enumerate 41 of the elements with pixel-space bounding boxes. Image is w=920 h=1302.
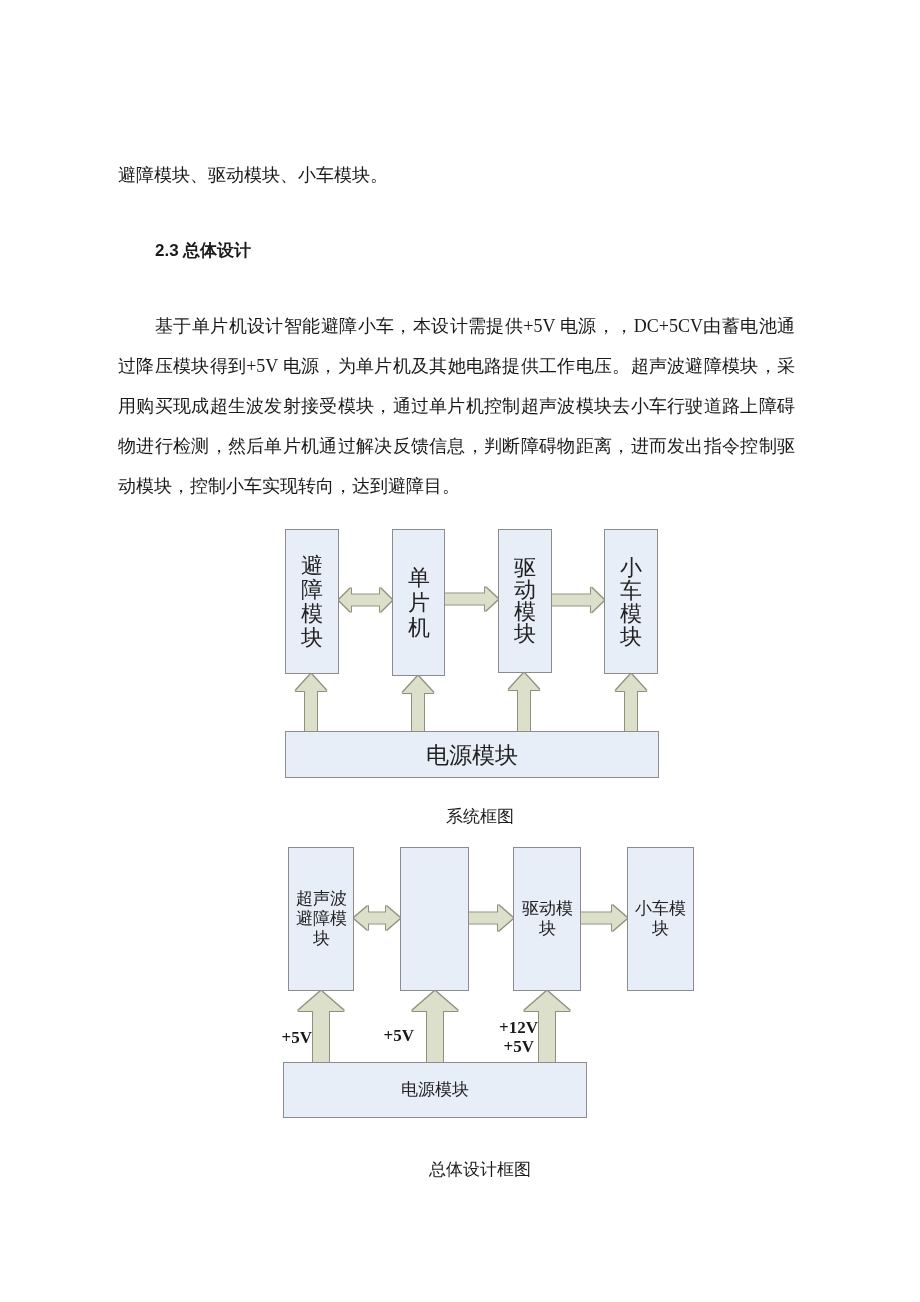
box-label: 驱动模块 <box>513 557 537 645</box>
figure-caption: 总体设计框图 <box>429 1159 531 1181</box>
box-label: 超声波避障模块 <box>294 889 348 949</box>
box-label: 驱动模块 <box>520 899 574 939</box>
module-box <box>285 529 339 674</box>
body-text: 避障模块、驱动模块、小车模块。 <box>118 164 388 187</box>
box-label: 避障模块 <box>300 553 324 650</box>
box-label: 小车模块 <box>619 555 643 648</box>
figure-caption: 系统框图 <box>446 806 514 828</box>
voltage-label: +5V <box>503 1038 534 1056</box>
module-box <box>498 529 552 673</box>
box-label: 单片机 <box>406 565 431 640</box>
block-arrow <box>298 991 344 1062</box>
body-paragraph: 基于单片机设计智能避障小车，本设计需提供+5V 电源，，DC+5CV由蓄电池通过降压模块得到+5V 电源，为单片机及其她电路提供工作电压。超声波避障模块，采用购买现成超生波发射接受模块，通过单片机控制超声波模块去小车行驶道路上障碍物进行检测，然后单片机通过解决反馈信息，判断障碍物距离，进而发出指令控制驱动模块，控制小车实现转向，达到避障目。 <box>118 315 795 498</box>
voltage-label: +5V <box>383 1027 414 1045</box>
block-arrow <box>445 587 498 611</box>
box-label: 小车模块 <box>634 899 687 939</box>
block-arrow <box>615 674 647 731</box>
module-box <box>288 847 354 991</box>
voltage-label: +5V <box>281 1029 312 1047</box>
block-arrow <box>469 905 513 931</box>
box-label: 电源模块 <box>426 741 518 768</box>
module-box <box>392 529 445 676</box>
voltage-label: +12V <box>499 1019 538 1037</box>
double-block-arrow <box>354 906 400 930</box>
module-box <box>513 847 581 991</box>
block-arrow <box>524 991 570 1062</box>
double-block-arrow <box>339 588 392 612</box>
block-arrow <box>402 676 434 731</box>
block-arrow <box>295 674 327 731</box>
box-label: 电源模块 <box>401 1080 469 1100</box>
block-arrow <box>552 587 604 613</box>
module-box <box>285 731 659 778</box>
module-box <box>283 1062 587 1118</box>
block-arrow <box>412 991 458 1062</box>
section-heading: 2.3 总体设计 <box>155 240 252 262</box>
module-box <box>400 847 469 991</box>
module-box <box>604 529 658 674</box>
block-arrow <box>581 905 627 931</box>
block-arrow <box>508 673 540 731</box>
module-box <box>627 847 694 991</box>
